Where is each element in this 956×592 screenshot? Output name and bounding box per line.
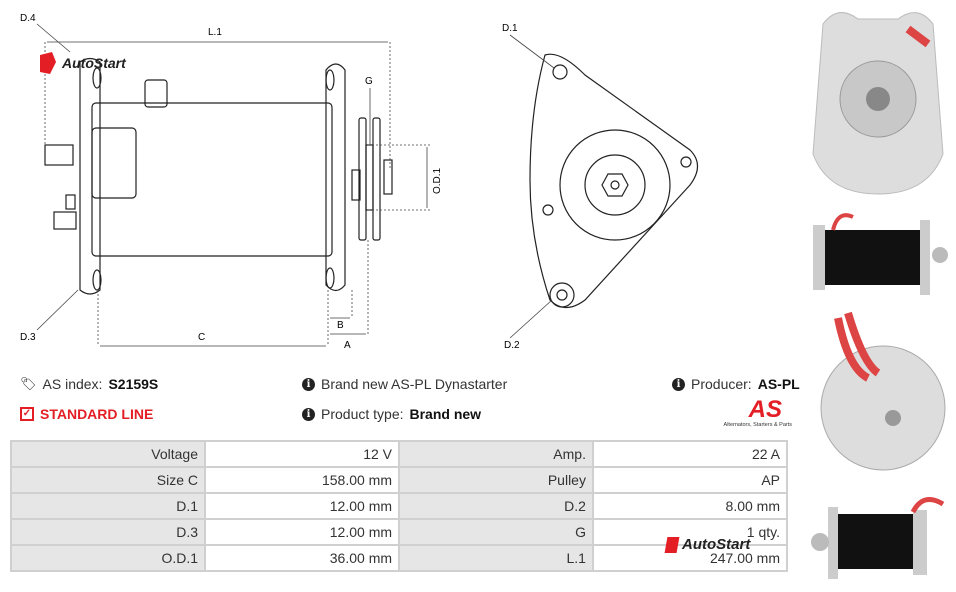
spec-value: 12.00 mm <box>204 492 401 520</box>
spec-value: 12 V <box>204 440 401 468</box>
info-icon: i <box>302 407 315 421</box>
standard-line-badge: ✓ STANDARD LINE <box>20 406 153 422</box>
spec-value: AP <box>591 466 789 494</box>
spec-value: 36.00 mm <box>204 544 401 572</box>
label-od1: O.D.1 <box>432 167 443 194</box>
info-icon: i <box>302 377 315 391</box>
label-d4: D.4 <box>20 13 36 24</box>
product-photo-front[interactable] <box>808 4 948 199</box>
as-index-value: S2159S <box>108 376 159 392</box>
as-index: 🏷 AS index:S2159S <box>20 376 159 392</box>
spec-label: Amp. <box>398 440 594 468</box>
spec-label: G <box>398 518 594 546</box>
label-g: G <box>365 76 373 87</box>
spec-label: L.1 <box>398 544 594 572</box>
spec-label: Pulley <box>398 466 594 494</box>
spec-value: 158.00 mm <box>204 466 401 494</box>
spec-label: O.D.1 <box>9 544 207 572</box>
spec-value: 12.00 mm <box>204 518 401 546</box>
autostart-watermark-logo: AutoStart <box>40 52 127 74</box>
svg-text:AutoStart: AutoStart <box>61 55 127 71</box>
spec-value: 8.00 mm <box>591 492 789 520</box>
label-d1: D.1 <box>502 23 518 34</box>
spec-value: 247.00 mm <box>591 544 789 572</box>
label-b: B <box>337 320 344 331</box>
spec-label: D.1 <box>9 492 207 520</box>
checkbox-icon: ✓ <box>20 407 34 421</box>
side-view-diagram: D.4 L.1 G O.D.1 D.3 C B A AutoStart <box>20 13 443 351</box>
spec-label: Size C <box>9 466 207 494</box>
label-d3: D.3 <box>20 332 36 343</box>
spec-label: Voltage <box>9 440 207 468</box>
product-photo-side-2[interactable] <box>808 492 948 587</box>
tag-icon: 🏷 <box>20 376 37 391</box>
label-l1: L.1 <box>208 27 222 38</box>
spec-value: 1 qty. <box>591 518 789 546</box>
spec-label: D.2 <box>398 492 594 520</box>
as-pl-logo: AS Alternators, Starters & Parts <box>723 396 792 429</box>
product-photo-side[interactable] <box>808 205 948 300</box>
spec-value: 22 A <box>591 440 789 468</box>
spec-label: D.3 <box>9 518 207 546</box>
info-icon: i <box>672 377 685 391</box>
label-d2: D.2 <box>504 340 520 351</box>
autostart-watermark-logo: AutoStart <box>664 536 750 553</box>
product-photo-rear[interactable] <box>808 308 948 488</box>
front-view-diagram: D.1 D.2 <box>502 23 699 351</box>
label-a: A <box>344 340 351 351</box>
label-c: C <box>198 332 205 343</box>
